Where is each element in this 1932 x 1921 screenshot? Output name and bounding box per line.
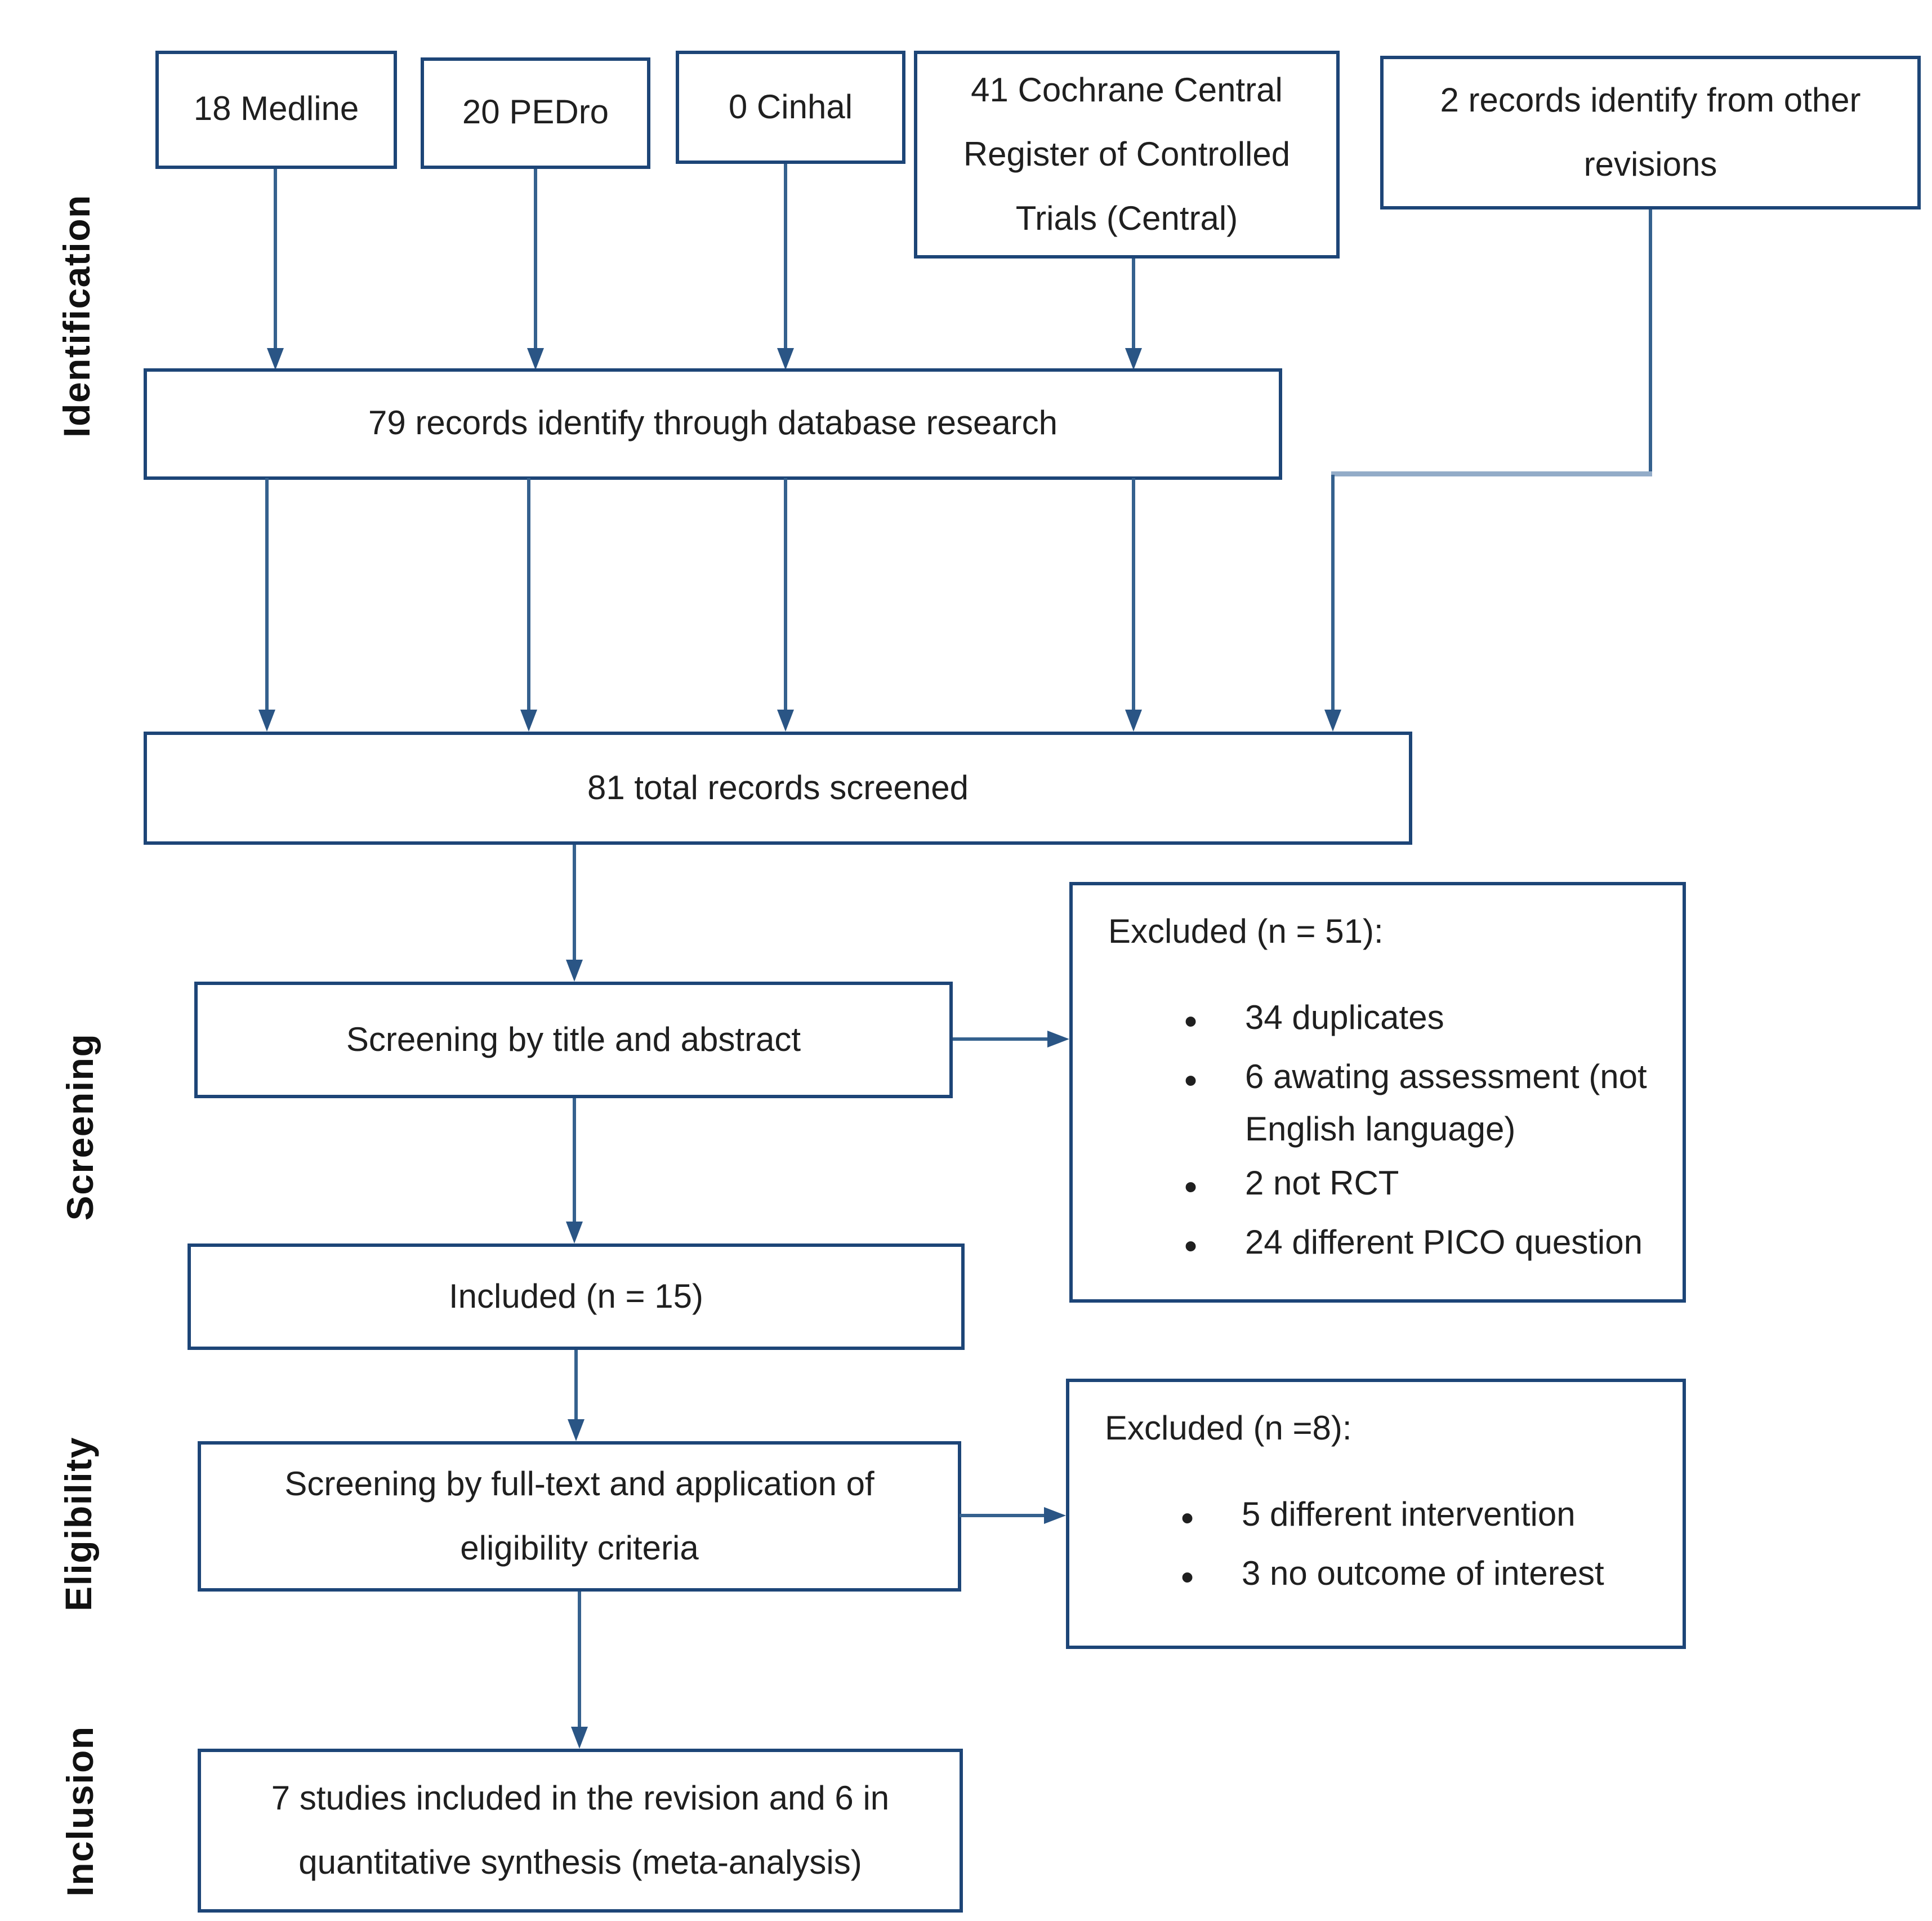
- excluded-reason-item: 24 different PICO question: [1184, 1218, 1669, 1276]
- excluded-8-list: 5 different intervention 3 no outcome of…: [1069, 1490, 1683, 1608]
- arrow-col4-head: [1125, 710, 1142, 732]
- box-included: Included (n = 15): [188, 1243, 965, 1350]
- excluded-reason-item: 34 duplicates: [1184, 993, 1669, 1052]
- arrow-col1-shaft: [265, 478, 269, 711]
- arrow-screened-to-title-head: [566, 960, 583, 982]
- arrow-screened-to-title-shaft: [573, 845, 576, 961]
- box-total-screened: 81 total records screened: [144, 732, 1412, 845]
- box-database-research: 79 records identify through database res…: [144, 368, 1282, 480]
- arrow-cinhal-shaft: [784, 164, 787, 350]
- box-cinhal: 0 Cinhal: [676, 51, 905, 164]
- arrow-col3-head: [777, 710, 794, 732]
- arrow-medline-shaft: [274, 169, 277, 350]
- arrow-cochrane-head: [1125, 348, 1142, 370]
- excluded-reason-item: 6 awating assessment (not English langua…: [1184, 1052, 1669, 1159]
- stage-label-identification: Identification: [56, 194, 98, 438]
- excluded-51-list: 34 duplicates 6 awating assessment (not …: [1073, 993, 1683, 1276]
- stage-label-eligibility: Eligibility: [57, 1437, 100, 1611]
- arrow-other-revisions-shaft: [1331, 475, 1335, 711]
- arrow-medline-head: [267, 348, 284, 370]
- box-excluded-51: Excluded (n = 51): 34 duplicates 6 awati…: [1069, 882, 1686, 1303]
- line-other-revisions-vertical: [1649, 210, 1652, 476]
- arrow-included-to-fulltext-shaft: [574, 1350, 578, 1423]
- arrow-to-excluded8-head: [1044, 1507, 1066, 1524]
- stage-label-inclusion: Inclusion: [59, 1726, 101, 1897]
- arrow-cinhal-head: [777, 348, 794, 370]
- box-medline: 18 Medline: [155, 51, 397, 169]
- box-screening-title-abstract: Screening by title and abstract: [194, 982, 953, 1098]
- arrow-cochrane-shaft: [1132, 258, 1135, 350]
- box-pedro: 20 PEDro: [421, 57, 650, 169]
- arrow-pedro-shaft: [534, 169, 537, 350]
- arrow-col4-shaft: [1132, 478, 1135, 711]
- box-other-revisions: 2 records identify from other revisions: [1380, 56, 1921, 210]
- arrow-fulltext-to-final-shaft: [578, 1592, 581, 1728]
- line-other-revisions-jog: [1331, 471, 1652, 476]
- arrow-col1-head: [258, 710, 275, 732]
- box-fulltext-screening: Screening by full-text and application o…: [198, 1441, 961, 1592]
- arrow-to-excluded51-shaft: [953, 1037, 1049, 1041]
- arrow-fulltext-to-final-head: [571, 1727, 588, 1749]
- box-excluded-8: Excluded (n =8): 5 different interventio…: [1066, 1379, 1686, 1649]
- arrow-title-to-included-shaft: [573, 1098, 576, 1225]
- excluded-reason-item: 5 different intervention: [1181, 1490, 1669, 1549]
- excluded-reason-item: 2 not RCT: [1184, 1159, 1669, 1218]
- arrow-included-to-fulltext-head: [568, 1419, 584, 1441]
- arrow-to-excluded8-shaft: [960, 1514, 1046, 1517]
- box-final-included: 7 studies included in the revision and 6…: [198, 1749, 963, 1913]
- arrow-title-to-included-head: [566, 1222, 583, 1243]
- arrow-to-excluded51-head: [1047, 1031, 1069, 1048]
- box-cochrane: 41 Cochrane Central Register of Controll…: [914, 51, 1340, 258]
- stage-label-screening: Screening: [59, 1033, 101, 1221]
- excluded-reason-item: 3 no outcome of interest: [1181, 1549, 1669, 1607]
- excluded-8-title: Excluded (n =8):: [1105, 1411, 1352, 1448]
- arrow-other-revisions-head: [1324, 710, 1341, 732]
- arrow-col3-shaft: [784, 478, 787, 711]
- arrow-pedro-head: [527, 348, 544, 370]
- arrow-col2-shaft: [527, 478, 530, 711]
- arrow-col2-head: [520, 710, 537, 732]
- excluded-51-title: Excluded (n = 51):: [1108, 914, 1384, 951]
